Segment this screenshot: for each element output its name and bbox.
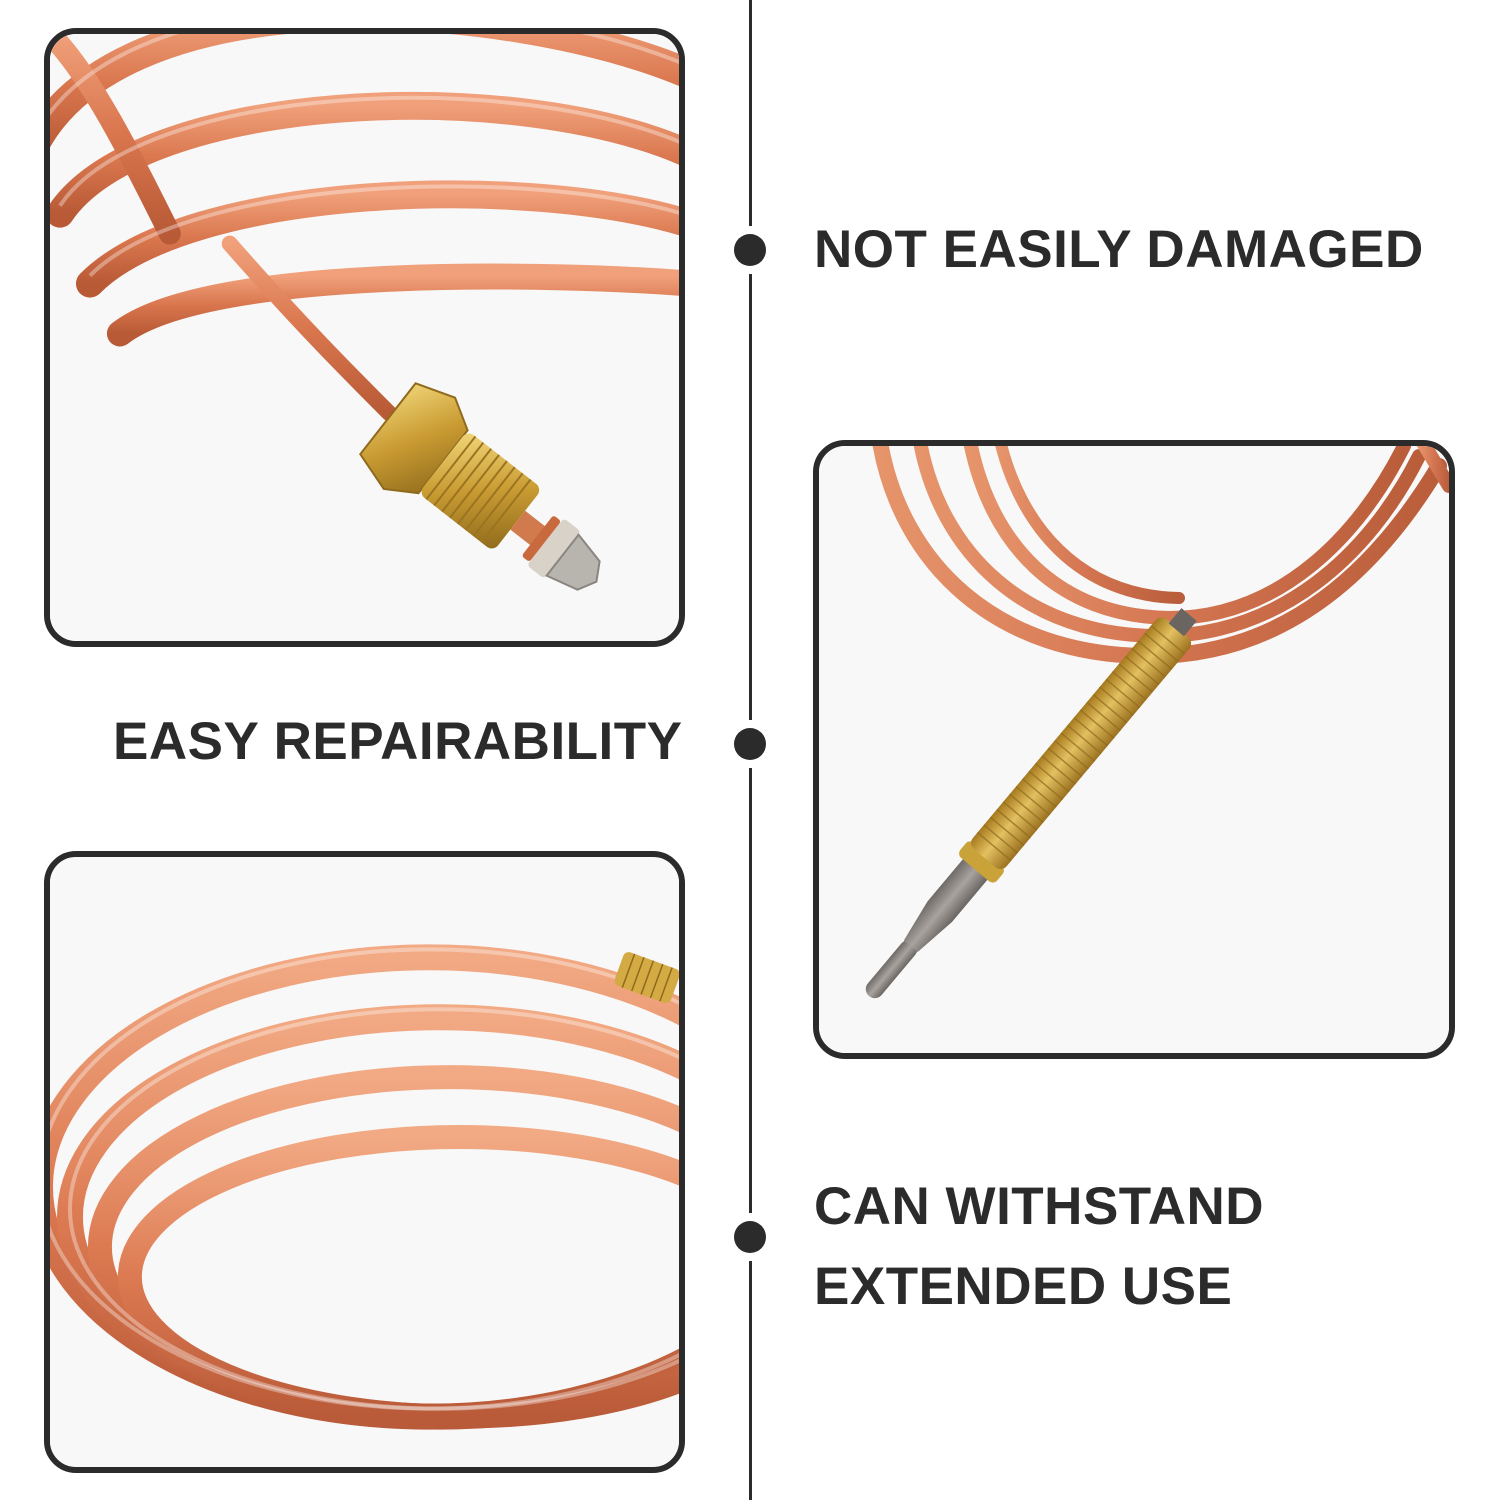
product-photo-coil (44, 851, 685, 1473)
timeline-line-segment (749, 768, 752, 1213)
copper-coil-fitting-illustration (50, 34, 679, 641)
product-photo-fitting (44, 28, 685, 647)
product-photo-probe (813, 440, 1455, 1059)
feature-label-line: EXTENDED USE (814, 1257, 1233, 1316)
thermocouple-probe-illustration (819, 446, 1449, 1053)
copper-coil-illustration (50, 857, 679, 1467)
timeline-bullet-icon (734, 728, 766, 760)
feature-label-line: CAN WITHSTAND (814, 1177, 1265, 1236)
feature-label-easy-repairability: EASY REPAIRABILITY (113, 712, 683, 771)
feature-label-not-easily-damaged: NOT EASILY DAMAGED (814, 220, 1424, 279)
timeline-line-segment (749, 1261, 752, 1500)
timeline-bullet-icon (734, 1221, 766, 1253)
timeline-line-segment (749, 274, 752, 720)
timeline-bullet-icon (734, 234, 766, 266)
timeline-line-segment (749, 0, 752, 226)
feature-label-extended-use: CAN WITHSTAND EXTENDED USE (814, 1167, 1264, 1327)
